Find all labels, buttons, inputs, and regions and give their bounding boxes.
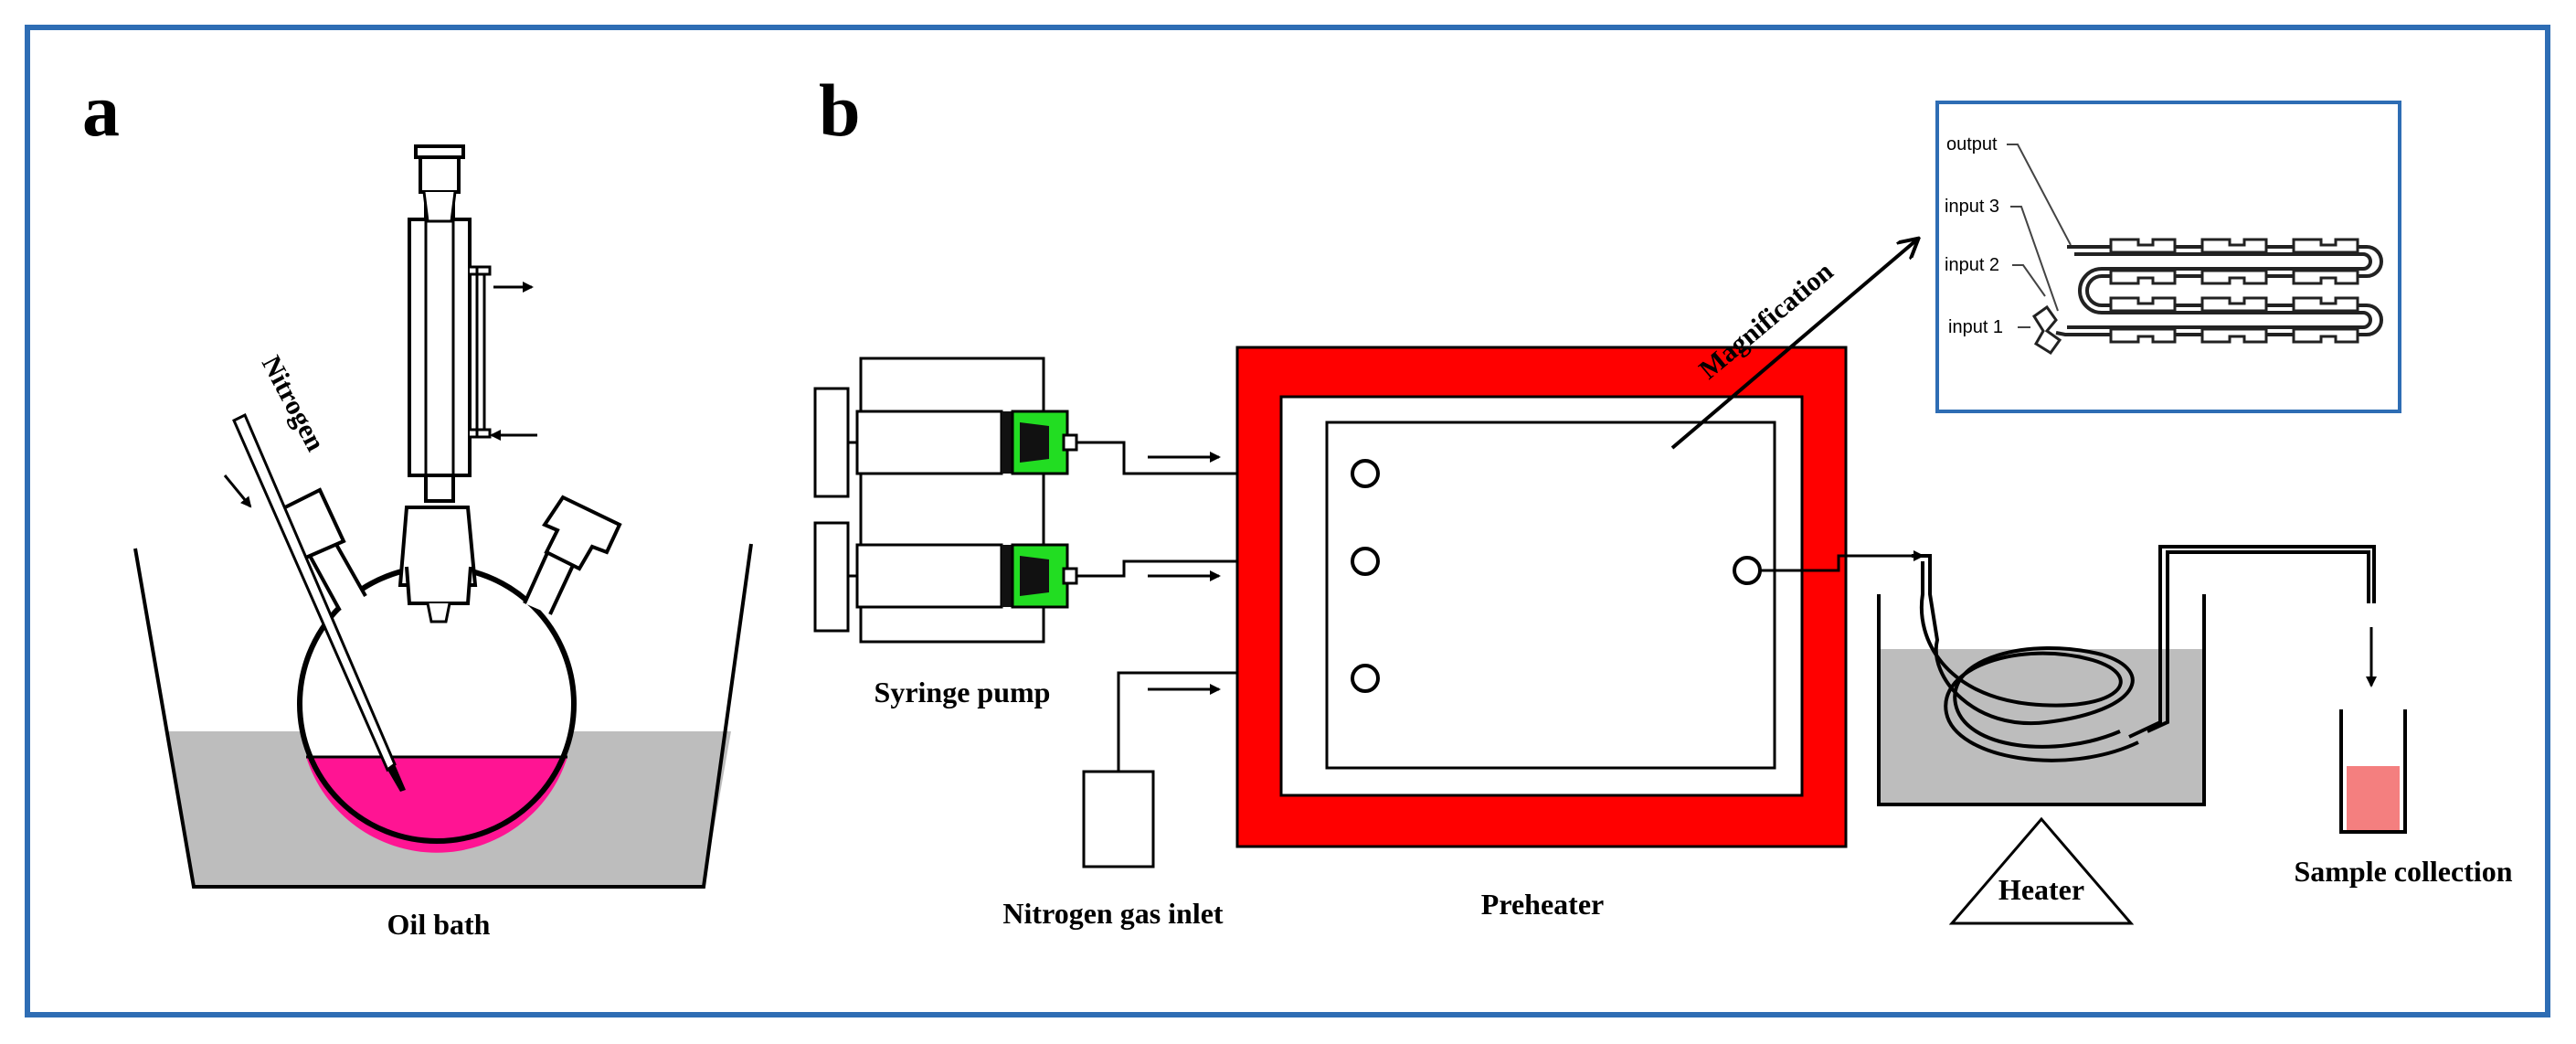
inset-input3-label: input 3	[1945, 197, 1999, 217]
condenser	[408, 144, 492, 503]
heater-triangle	[1948, 816, 2135, 925]
nitrogen-cylinder	[1082, 770, 1155, 868]
heating-coil	[1912, 545, 2376, 762]
heater-label: Heater	[1998, 873, 2084, 906]
sample-vial	[2339, 709, 2407, 834]
syringe-pump-label: Syringe pump	[875, 676, 1051, 708]
panel-a-letter: a	[82, 69, 120, 152]
panel-b-letter: b	[819, 69, 861, 152]
preheater-port-out	[1733, 556, 1762, 585]
inset-input1-label: input 1	[1948, 317, 2003, 337]
sample-collection-label: Sample collection	[2294, 855, 2512, 888]
nitrogen-flow-arrow	[223, 474, 252, 508]
preheater-port-1	[1351, 459, 1380, 488]
nitrogen-inlet-label: Nitrogen gas inlet	[1002, 897, 1224, 930]
inset-input2-label: input 2	[1945, 255, 1999, 275]
preheater-port-3	[1351, 664, 1380, 693]
oil-bath-container	[133, 543, 753, 889]
microreactor-inset: output input 3 input 2 input 1	[1935, 101, 2401, 413]
flask-liquid	[306, 757, 567, 853]
panel-a: a	[82, 69, 753, 941]
syringe-pump	[813, 357, 1078, 644]
panel-b: b Syringe pump	[813, 69, 2513, 930]
preheater	[1235, 346, 1848, 848]
flask-right-neck	[523, 495, 622, 615]
magnification-arrow	[1670, 240, 1917, 450]
preheater-label: Preheater	[1481, 888, 1604, 921]
oil-bath-label: Oil bath	[387, 908, 491, 941]
inset-output-label: output	[1946, 134, 1998, 154]
nitrogen-tube	[232, 412, 406, 792]
preheater-port-2	[1351, 547, 1380, 576]
